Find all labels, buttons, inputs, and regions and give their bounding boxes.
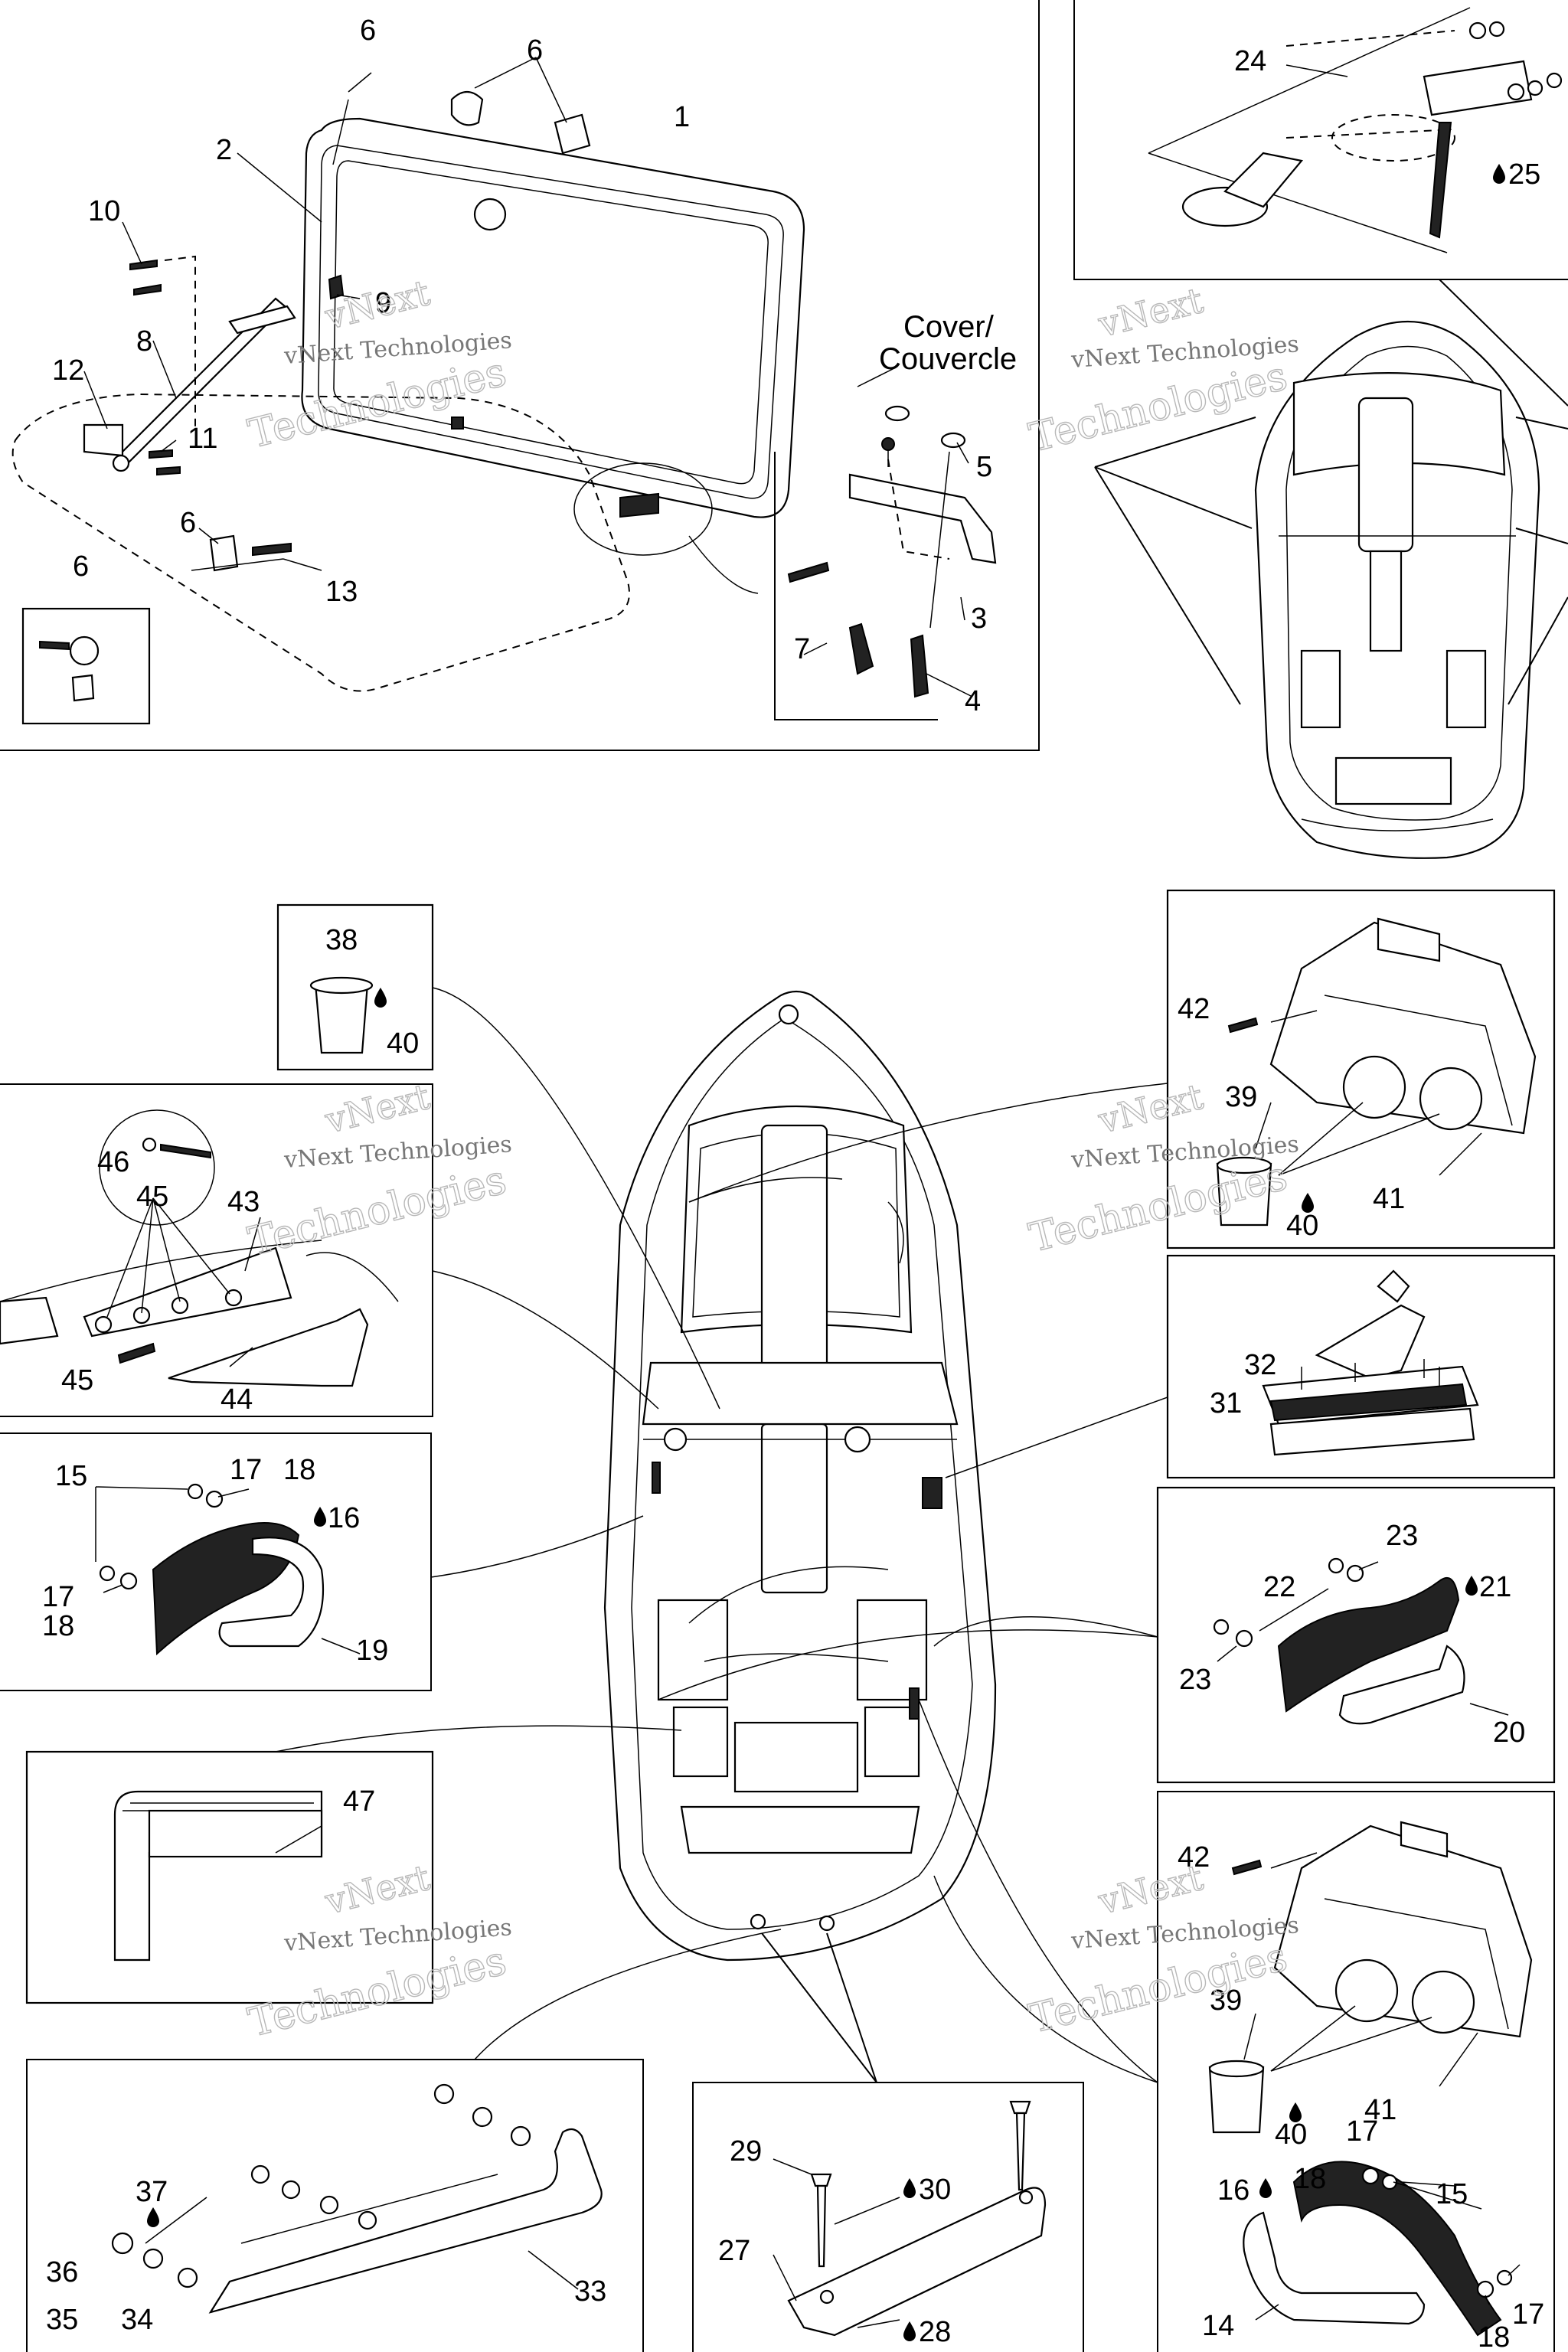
callout-44: 44 (220, 1383, 253, 1416)
callout-3: 3 (971, 603, 987, 635)
callout-47: 47 (343, 1785, 375, 1818)
callout-32: 32 (1244, 1349, 1276, 1381)
callout-38: 38 (325, 924, 358, 956)
callout-11: 11 (188, 423, 217, 455)
left-handle-panel: 15 17 18 16 17 18 19 (0, 1432, 644, 1691)
callout-39a: 39 (1225, 1081, 1257, 1113)
callout-19: 19 (356, 1635, 388, 1667)
cover-label-line1: Cover/ (903, 310, 995, 344)
callout-35: 35 (46, 2304, 78, 2336)
callout-18d: 18 (1478, 2321, 1510, 2352)
watermark-2-line2: Technologies (1025, 353, 1292, 461)
callout-41a: 41 (1373, 1183, 1405, 1215)
callout-24: 24 (1234, 45, 1266, 77)
watermark-2-line1: vNext (1094, 279, 1207, 345)
callout-17a: 17 (230, 1454, 262, 1486)
watermark-6-line1: vNext (1094, 1857, 1207, 1922)
callout-17d: 17 (1512, 2298, 1544, 2331)
cup-holder-panel: 38 40 (276, 903, 720, 1410)
callout-1: 1 (674, 101, 690, 133)
watermark-3-line1: vNext (321, 1076, 434, 1142)
mat-strip-panel: 32 31 (945, 1254, 1556, 1479)
callout-25: 25 (1508, 158, 1540, 191)
callout-45a: 45 (136, 1181, 168, 1213)
callout-4: 4 (965, 685, 981, 717)
callout-6a: 6 (360, 15, 376, 47)
callout-29: 29 (730, 2135, 762, 2167)
callout-14: 14 (1202, 2310, 1234, 2342)
callout-10: 10 (88, 195, 120, 227)
callout-18c: 18 (1294, 2163, 1326, 2195)
callout-20: 20 (1493, 1717, 1525, 1749)
callout-17b: 17 (42, 1581, 74, 1613)
callout-46: 46 (97, 1146, 129, 1178)
grab-handle-panel: 46 45 43 45 44 (0, 1083, 659, 1417)
step-panel: 29 30 27 28 (692, 1932, 1084, 2352)
callout-22: 22 (1263, 1571, 1295, 1603)
hull-top-view-upper (1094, 279, 1568, 859)
cover-assembly-panel: 6 6 1 2 10 9 8 12 11 6 13 6 Cover/ Couve… (0, 0, 1040, 751)
callout-23a: 23 (1386, 1520, 1418, 1552)
callout-17c: 17 (1346, 2115, 1378, 2148)
callout-18b: 18 (42, 1610, 74, 1642)
callout-8: 8 (136, 325, 152, 358)
callout-6d: 6 (73, 550, 89, 583)
callout-6c: 6 (180, 507, 196, 539)
callout-27: 27 (718, 2235, 750, 2267)
callout-16b: 16 (1217, 2174, 1250, 2207)
callout-39b: 39 (1210, 1984, 1242, 2017)
callout-41b: 41 (1364, 2094, 1396, 2126)
callout-40a: 40 (387, 1027, 419, 1060)
callout-16a: 16 (328, 1502, 360, 1534)
callout-15b: 15 (1436, 2178, 1468, 2210)
callout-28: 28 (919, 2316, 951, 2348)
callout-21: 21 (1479, 1571, 1511, 1603)
callout-6b: 6 (527, 34, 543, 67)
callout-31: 31 (1210, 1387, 1242, 1419)
cover-label-line2: Couvercle (879, 342, 1017, 376)
rear-handle-panel: 37 36 35 34 33 (26, 1929, 782, 2352)
callout-33: 33 (574, 2275, 606, 2308)
mat-panel: 47 (25, 1725, 682, 2004)
right-handle-panel: 23 22 21 23 20 (658, 1486, 1556, 1784)
callout-13: 13 (325, 576, 358, 608)
watermark-3-line2: Technologies (244, 1157, 511, 1265)
callout-42a: 42 (1178, 993, 1210, 1025)
callout-42b: 42 (1178, 1841, 1210, 1873)
callout-15a: 15 (55, 1460, 87, 1492)
callout-23b: 23 (1179, 1664, 1211, 1696)
callout-45b: 45 (61, 1364, 93, 1396)
cover-frame (301, 117, 805, 518)
callout-9: 9 (375, 287, 391, 319)
callout-36: 36 (46, 2256, 78, 2288)
callout-43: 43 (227, 1186, 260, 1218)
storage-box-panel-lower: 42 39 40 41 18 17 16 15 17 18 14 (918, 1699, 1555, 2352)
callout-12: 12 (52, 354, 84, 387)
callout-34: 34 (121, 2304, 153, 2336)
hatch-cover-panel: 24 25 (1073, 0, 1568, 280)
callout-40c: 40 (1275, 2118, 1307, 2151)
callout-30: 30 (919, 2174, 951, 2206)
storage-box-panel-upper: 42 39 40 41 (688, 889, 1556, 1250)
callout-2: 2 (216, 134, 232, 166)
hull-top-view-main (603, 990, 997, 1962)
callout-37: 37 (136, 2176, 168, 2208)
callout-18a: 18 (283, 1454, 315, 1486)
callout-7: 7 (794, 633, 810, 665)
callout-5: 5 (976, 451, 992, 483)
callout-40b: 40 (1286, 1210, 1318, 1242)
